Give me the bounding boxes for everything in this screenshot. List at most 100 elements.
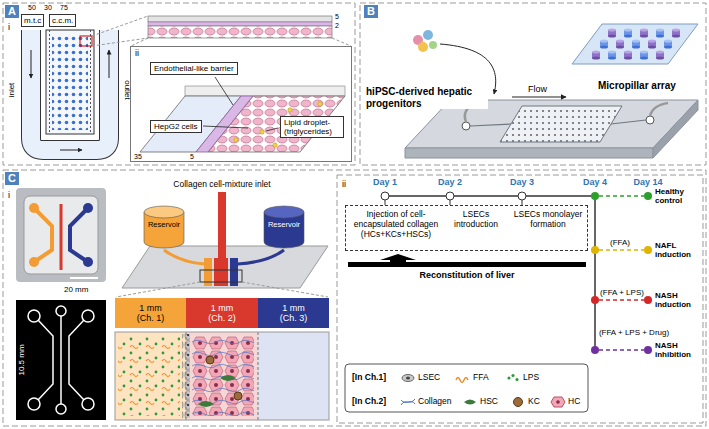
chip-drawing (653, 100, 698, 158)
chip-render (116, 282, 200, 297)
chip-photo (16, 188, 106, 282)
callout-box: HepG2 cells (150, 120, 202, 133)
chip-photo (83, 257, 93, 267)
chip-schematic (56, 404, 66, 414)
chip-drawing (500, 106, 622, 142)
channel-cross-section (186, 332, 258, 420)
chip-drawing (646, 116, 654, 124)
label: 10.5 mm (17, 344, 26, 375)
panel-letter: A (5, 5, 19, 18)
node-text: 1 mm (282, 303, 305, 313)
legend-item: HC (550, 396, 580, 408)
chip-render (218, 192, 226, 258)
channel-drawing (49, 30, 50, 134)
legend-item: KC (510, 396, 540, 408)
channel-band: 1 mm(Ch. 3) (258, 298, 329, 328)
legend-sample (400, 396, 416, 408)
node-text: 1 mm (139, 303, 162, 313)
chip-drawing (462, 122, 470, 130)
timeline (518, 192, 526, 200)
timeline (599, 299, 644, 301)
node-text: LSECs monolayer formation (510, 210, 586, 230)
label: Reconstitution of liver (419, 270, 514, 280)
timeline-box: Injection of cell-encapsulated collagen … (345, 205, 588, 251)
chip-render (242, 282, 328, 297)
timeline (644, 296, 652, 304)
label: Day 14 (633, 177, 662, 187)
panel-frame (3, 3, 355, 165)
channel-cross-section (198, 401, 214, 407)
inset-channel (203, 77, 278, 131)
inset-channel (215, 77, 233, 105)
timeline (644, 192, 652, 200)
node-text: B (367, 5, 375, 18)
chip-drawing (405, 148, 653, 158)
chip-drawing (632, 39, 640, 48)
legend-item: FFA (455, 372, 489, 384)
channel-drawing (148, 26, 332, 38)
timeline (599, 349, 644, 351)
label: Healthy control (655, 187, 705, 205)
inset-frame: iiEndothelial-like barrierHepG2 cellsLip… (130, 46, 352, 162)
node-text: Reservoir (142, 221, 186, 230)
node-text: Endothelial-like barrier (154, 64, 234, 73)
channel-cross-section (115, 332, 186, 420)
label: 5 (190, 153, 194, 161)
timeline (348, 262, 586, 267)
panel-frame (3, 170, 706, 426)
label: Day 4 (583, 177, 607, 187)
chip-drawing (640, 28, 648, 37)
node-text: 1 mm (211, 303, 234, 313)
channel-drawing (131, 38, 148, 46)
channel-cross-section (192, 336, 254, 416)
legend-item: LSEC (400, 372, 440, 384)
legend-sample (462, 396, 478, 408)
legend-text: LSEC (418, 373, 440, 383)
timeline (644, 346, 652, 354)
timeline (599, 195, 644, 197)
node-text: c.c.m. (52, 16, 73, 25)
inset-channel (140, 77, 345, 152)
node-text: Reservoir (262, 221, 306, 230)
channel-drawing (31, 16, 351, 150)
label: Flow (528, 84, 547, 94)
inset-channel (196, 96, 253, 152)
panel-letter: B (364, 5, 378, 18)
label: NAFL induction (655, 241, 705, 259)
node-text: (Ch. 3) (280, 313, 308, 323)
channel-drawing (31, 50, 32, 78)
label: (FFA + LPS) (600, 288, 644, 297)
chip-drawing (600, 39, 608, 48)
chip-drawing (423, 30, 433, 40)
legend-sample (455, 372, 471, 384)
timeline (345, 192, 652, 412)
panel-letter: C (5, 172, 19, 185)
timeline (594, 196, 596, 350)
chip-render (116, 192, 328, 297)
chip-drawing (656, 50, 664, 59)
chip-photo (29, 203, 39, 213)
channel-cross-section (220, 375, 236, 381)
label: Day 3 (510, 177, 534, 187)
chip-drawing (624, 28, 632, 37)
channel-cross-section (118, 336, 180, 416)
node-text: m.t.c (24, 16, 41, 25)
inset-channel (234, 138, 238, 142)
channel-drawing (52, 34, 88, 130)
panel-frame (360, 3, 706, 165)
chip-photo (16, 188, 106, 282)
chip-drawing (429, 41, 437, 49)
node-text: Lipid droplet- (triglycerides) (284, 118, 340, 136)
label: 50 (28, 4, 36, 12)
legend-sample (400, 372, 416, 384)
label: 20 mm (64, 285, 88, 294)
dimension-box: m.t.c (21, 14, 44, 27)
timeline (446, 192, 454, 200)
chip-drawing (656, 28, 664, 37)
timeline (591, 346, 599, 354)
legend-item: Collagen (400, 396, 452, 408)
chip-drawing (611, 120, 646, 124)
node-text: C (8, 172, 16, 185)
timeline (381, 192, 389, 200)
label: 30 (44, 4, 52, 12)
